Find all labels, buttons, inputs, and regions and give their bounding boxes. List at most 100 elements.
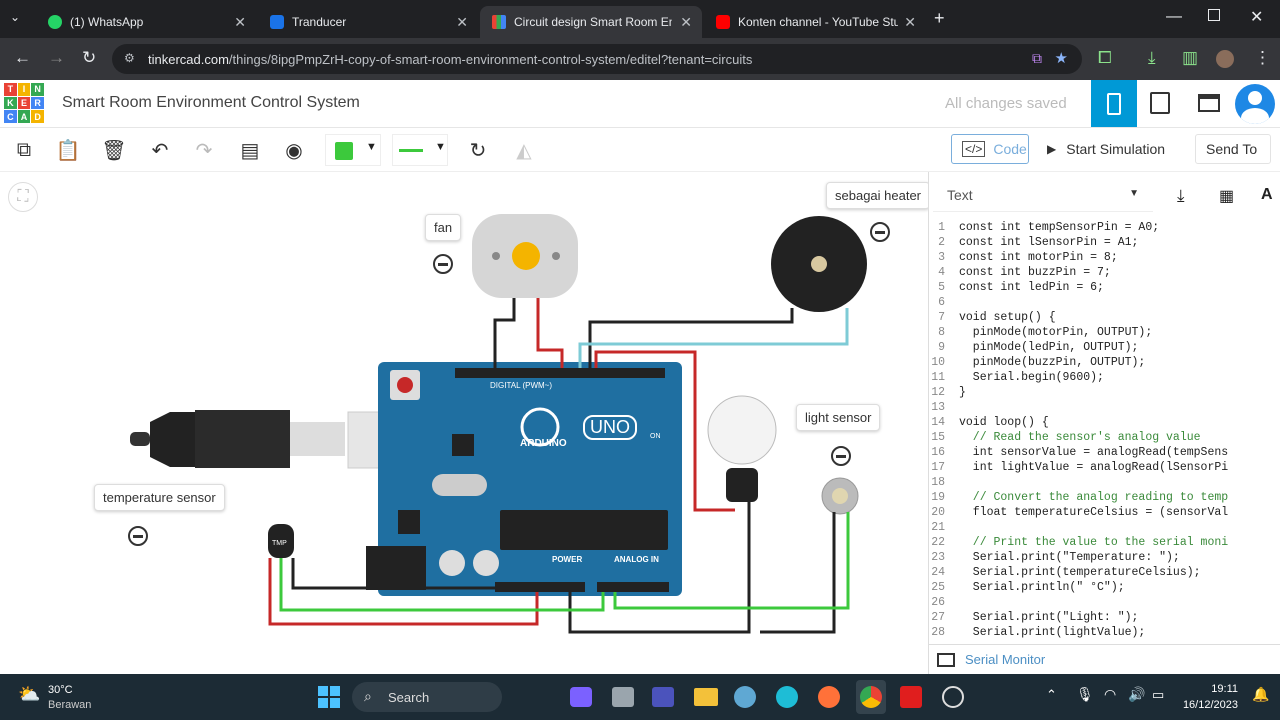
close-tab-icon[interactable]: ✕ <box>456 14 468 30</box>
close-tab-icon[interactable]: ✕ <box>904 14 916 30</box>
forward-icon[interactable]: → <box>48 48 65 67</box>
code-line[interactable]: 22 // Print the value to the serial moni <box>929 535 1280 550</box>
wire-type-picker[interactable]: ▼ <box>392 134 448 166</box>
tab-list-icon[interactable]: ⌄ <box>10 10 21 24</box>
start-button[interactable] <box>318 686 340 708</box>
close-tab-icon[interactable]: ✕ <box>680 14 692 30</box>
code-mode-select[interactable]: Text ▼ <box>933 178 1153 212</box>
code-line[interactable]: 26 <box>929 595 1280 610</box>
side-panel-icon[interactable]: ▥ <box>1182 48 1199 67</box>
file-explorer-icon[interactable] <box>694 688 718 706</box>
user-avatar[interactable] <box>1235 84 1275 124</box>
tab-circuit-design[interactable]: Circuit design Smart Room Envi ✕ <box>480 6 702 38</box>
minimize-icon[interactable]: — <box>1166 8 1182 25</box>
teams-icon[interactable] <box>652 687 674 707</box>
tab-whatsapp[interactable]: (1) WhatsApp ✕ <box>36 6 256 38</box>
copilot-icon[interactable] <box>570 687 592 707</box>
edge-icon[interactable] <box>776 686 798 708</box>
start-simulation-button[interactable]: ▶ Start Simulation <box>1037 134 1185 164</box>
code-line[interactable]: 13 <box>929 400 1280 415</box>
maximize-icon[interactable] <box>1208 9 1220 21</box>
collapse-note-icon[interactable] <box>831 446 851 466</box>
install-app-icon[interactable]: ⧉ <box>1032 50 1042 66</box>
code-line[interactable]: 6 <box>929 295 1280 310</box>
microphone-icon[interactable]: 🎙 <box>1076 686 1094 702</box>
fit-view-icon[interactable]: ⛶ <box>8 182 38 212</box>
profile-avatar[interactable] <box>1216 50 1234 68</box>
task-view-icon[interactable] <box>612 687 634 707</box>
close-window-icon[interactable]: ✕ <box>1250 9 1264 26</box>
component-view-button[interactable] <box>1150 92 1170 114</box>
new-tab-icon[interactable]: + <box>934 8 945 28</box>
collapse-note-icon[interactable] <box>128 526 148 546</box>
collapse-note-icon[interactable] <box>870 222 890 242</box>
project-title[interactable]: Smart Room Environment Control System <box>62 94 360 111</box>
url-field[interactable]: ⚙ tinkercad.com/things/8ipgPmpZrH-copy-o… <box>112 44 1082 74</box>
fan-label[interactable]: fan <box>425 214 462 241</box>
acrobat-icon[interactable] <box>900 686 922 708</box>
serial-monitor-toggle[interactable]: Serial Monitor <box>929 644 1280 674</box>
app-icon[interactable] <box>734 686 756 708</box>
circuit-canvas[interactable]: ⛶ <box>0 172 931 674</box>
firefox-icon[interactable] <box>818 686 840 708</box>
code-line[interactable]: 21 <box>929 520 1280 535</box>
download-icon[interactable]: ⤓ <box>1148 48 1156 67</box>
undo-icon[interactable]: ↶ <box>151 139 169 162</box>
battery-icon[interactable]: ▭ <box>1152 687 1165 702</box>
code-line[interactable]: 24 Serial.print(temperatureCelsius); <box>929 565 1280 580</box>
rotate-icon[interactable]: ↻ <box>469 139 487 162</box>
circuit-view-button[interactable] <box>1091 80 1137 127</box>
temperature-sensor-label[interactable]: temperature sensor <box>94 484 225 511</box>
libraries-icon[interactable]: ▦ <box>1219 188 1235 205</box>
code-line[interactable]: 11 Serial.begin(9600); <box>929 370 1280 385</box>
code-line[interactable]: 8 pinMode(motorPin, OUTPUT); <box>929 325 1280 340</box>
list-view-button[interactable] <box>1198 94 1220 112</box>
close-tab-icon[interactable]: ✕ <box>234 14 246 30</box>
code-line[interactable]: 23 Serial.print("Temperature: "); <box>929 550 1280 565</box>
send-to-button[interactable]: Send To <box>1195 134 1271 164</box>
bookmark-star-icon[interactable]: ★ <box>1054 50 1068 67</box>
collapse-note-icon[interactable] <box>433 254 453 274</box>
code-line[interactable]: 17 int lightValue = analogRead(lSensorPi <box>929 460 1280 475</box>
volume-icon[interactable]: 🔊 <box>1128 686 1146 702</box>
tab-tranducer[interactable]: Tranducer ✕ <box>258 6 478 38</box>
code-button[interactable]: </> Code <box>951 134 1029 164</box>
download-code-icon[interactable]: ⤓ <box>1177 186 1185 205</box>
heater-label[interactable]: sebagai heater <box>826 182 931 209</box>
font-size-icon[interactable]: A <box>1261 186 1273 203</box>
code-line[interactable]: 12} <box>929 385 1280 400</box>
chrome-taskbar-button[interactable] <box>856 680 886 714</box>
browser-menu-icon[interactable]: ⋮ <box>1254 48 1271 67</box>
code-line[interactable]: 16 int sensorValue = analogRead(tempSens <box>929 445 1280 460</box>
code-line[interactable]: 15 // Read the sensor's analog value <box>929 430 1280 445</box>
delete-icon[interactable]: 🗑 <box>101 139 127 162</box>
light-sensor-label[interactable]: light sensor <box>796 404 881 431</box>
code-line[interactable]: 19 // Convert the analog reading to temp <box>929 490 1280 505</box>
notes-visibility-icon[interactable]: ◉ <box>285 139 303 162</box>
tinkercad-logo[interactable]: T I N K E R C A D <box>4 83 44 123</box>
copy-icon[interactable]: ⧉ <box>16 138 32 161</box>
redo-icon[interactable]: ↷ <box>195 139 213 162</box>
reload-icon[interactable]: ↻ <box>82 48 97 67</box>
wifi-icon[interactable]: ◠ <box>1104 686 1117 702</box>
code-line[interactable]: 9 pinMode(ledPin, OUTPUT); <box>929 340 1280 355</box>
tray-chevron-icon[interactable]: ⌃ <box>1046 687 1057 702</box>
site-info-icon[interactable]: ⚙ <box>124 51 135 65</box>
app-icon[interactable] <box>942 686 964 708</box>
code-line[interactable]: 27 Serial.print("Light: "); <box>929 610 1280 625</box>
code-line[interactable]: 18 <box>929 475 1280 490</box>
notes-icon[interactable]: ▤ <box>240 139 260 162</box>
code-line[interactable]: 25 Serial.println(" °C"); <box>929 580 1280 595</box>
paste-icon[interactable]: 📋 <box>55 139 81 162</box>
code-line[interactable]: 20 float temperatureCelsius = (sensorVal <box>929 505 1280 520</box>
taskbar-search[interactable]: ⌕ Search <box>352 682 502 712</box>
back-icon[interactable]: ← <box>14 48 31 67</box>
color-picker[interactable]: ▼ <box>325 134 381 166</box>
